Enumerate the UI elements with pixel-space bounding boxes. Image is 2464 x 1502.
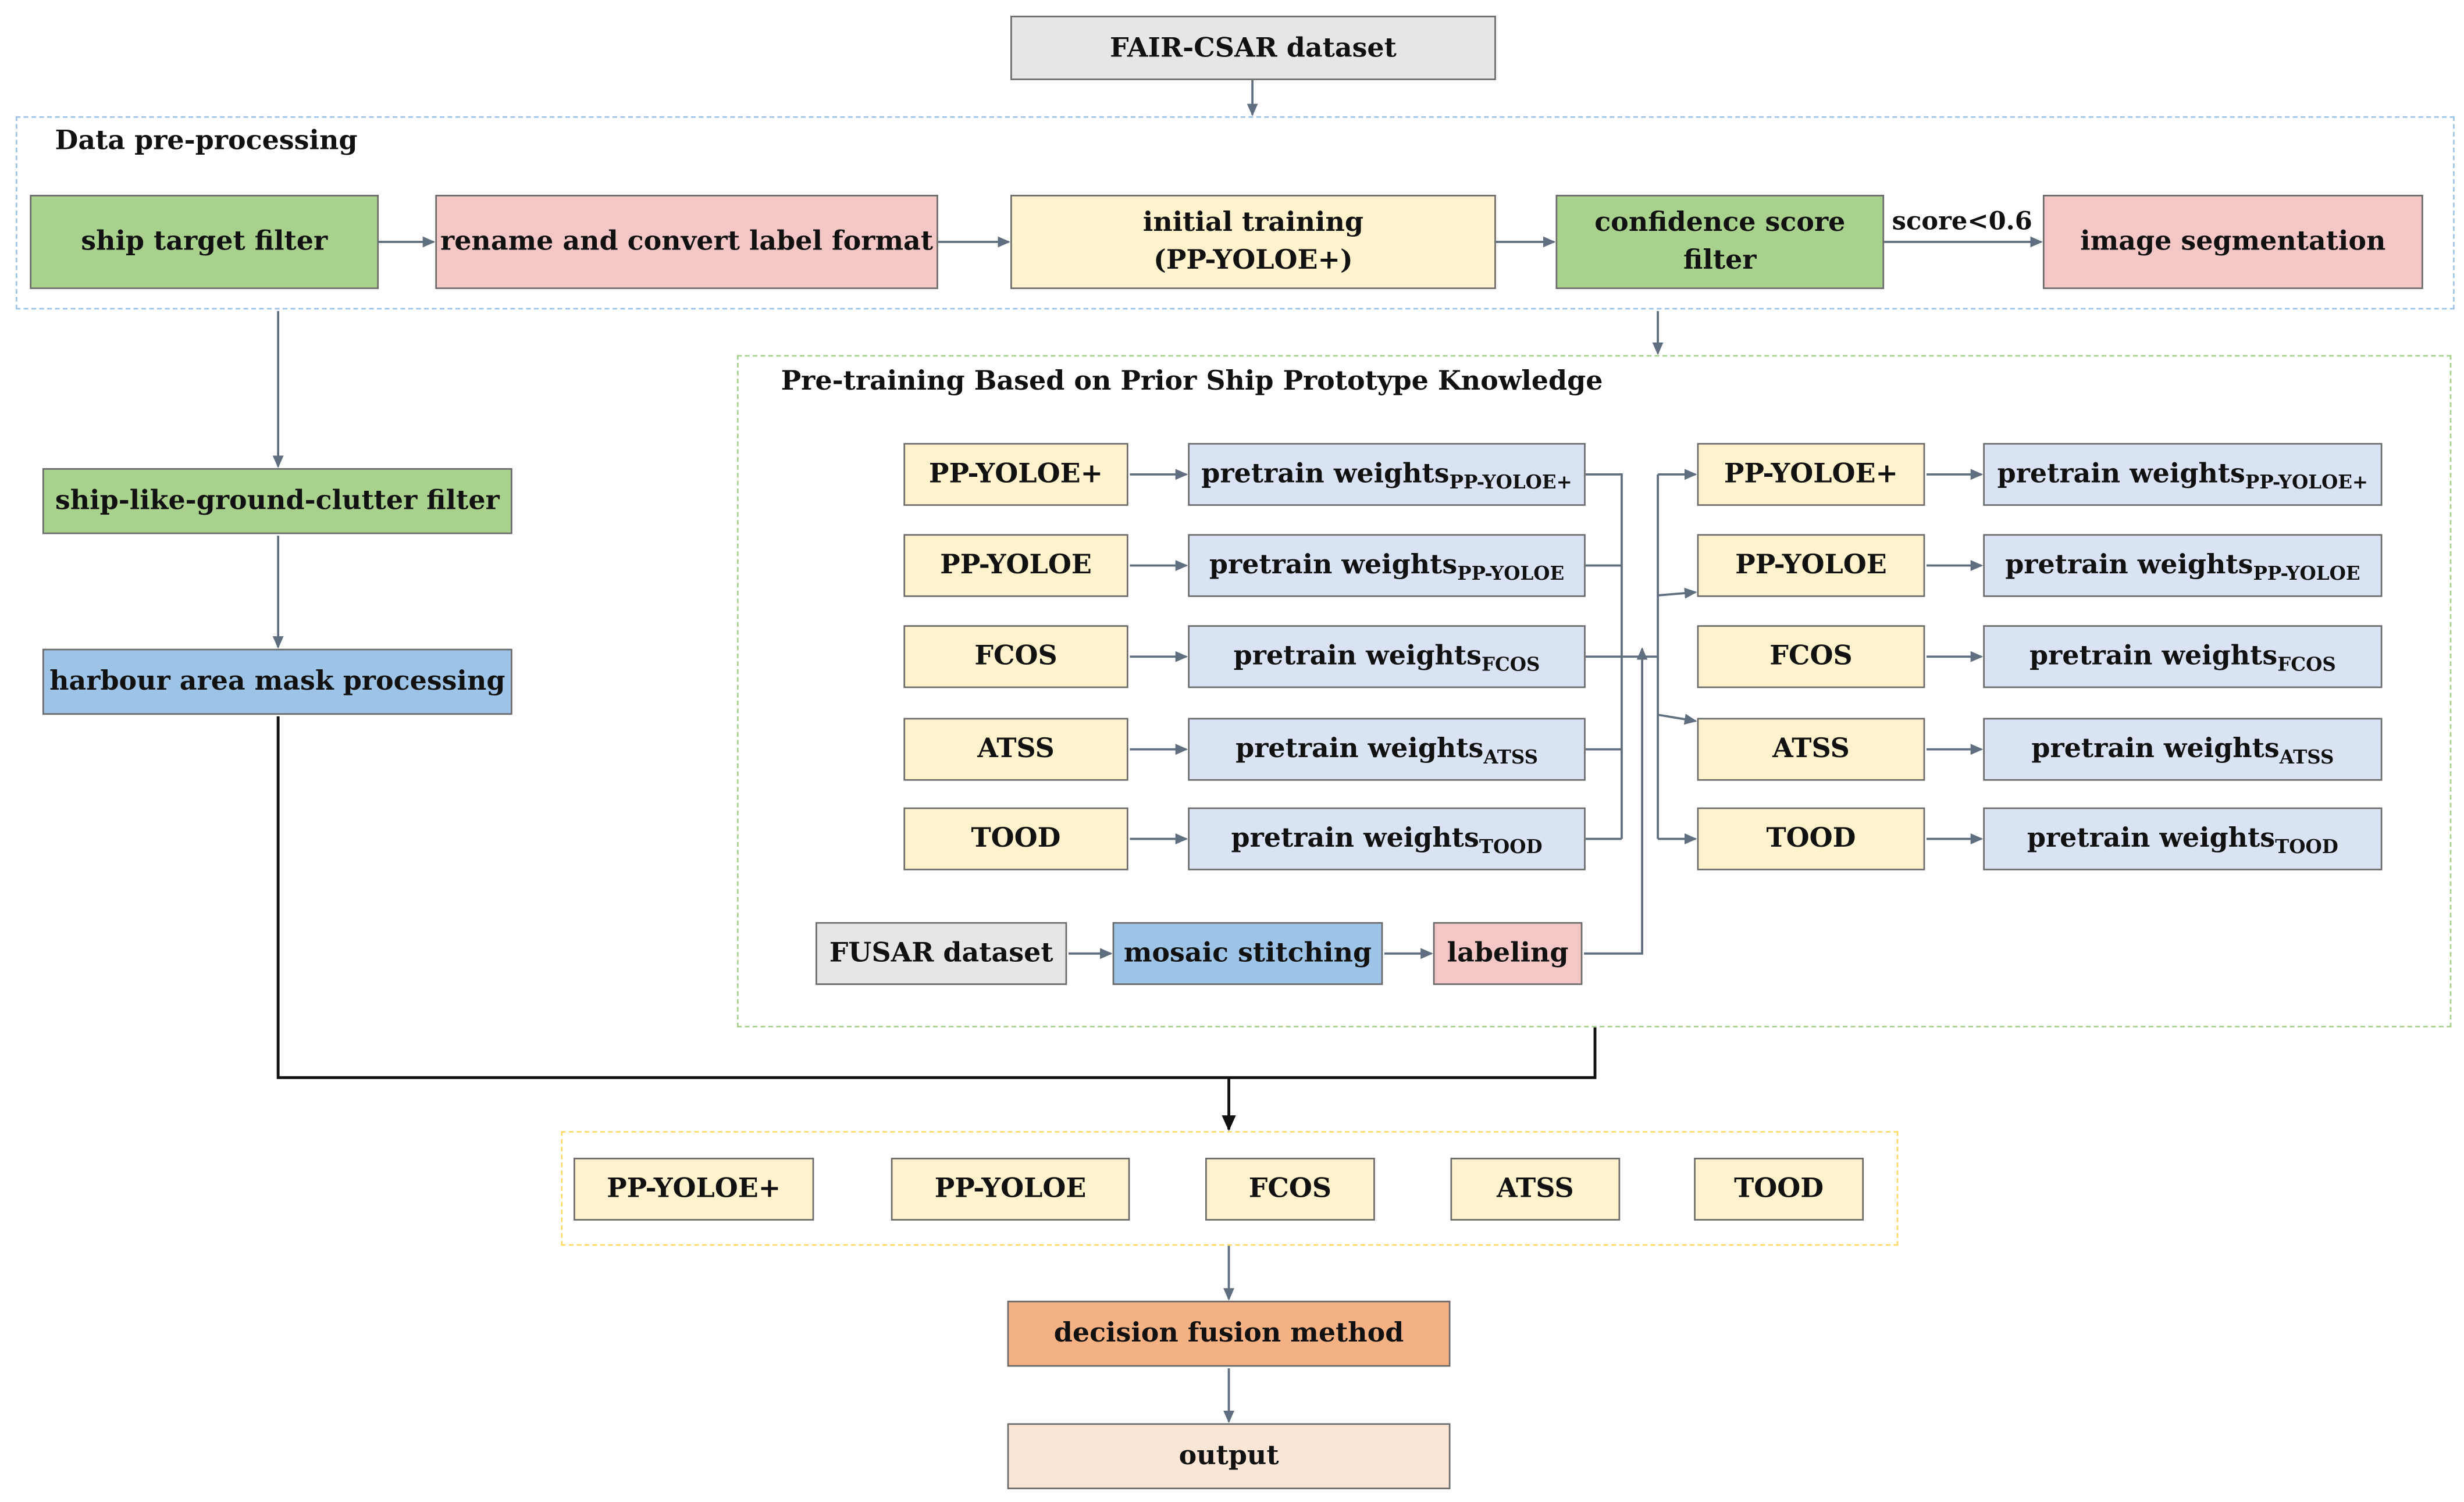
arrow-bus-to-right-model-4 (1657, 713, 1697, 725)
weights-prefix: pretrain weights (1997, 458, 2245, 490)
right-model-ppyoloe-plus: PP-YOLOE+ (1697, 443, 1925, 506)
left-weights-ppyoloe: pretrain weightsPP-YOLOE (1188, 534, 1586, 597)
output-box: output (1007, 1423, 1451, 1490)
merge-line (276, 716, 1597, 1079)
weights-subscript: PP-YOLOE (1457, 561, 1565, 584)
right-weights-atss: pretrain weightsATSS (1983, 718, 2383, 781)
preprocessing-title: Data pre-processing (55, 126, 358, 158)
weights-subscript: PP-YOLOE+ (1449, 470, 1572, 493)
right-model-fcos: FCOS (1697, 625, 1925, 688)
weights-prefix: pretrain weights (2031, 733, 2280, 765)
left-weights-ppyoloe-plus: pretrain weightsPP-YOLOE+ (1188, 443, 1586, 506)
right-model-ppyoloe: PP-YOLOE (1697, 534, 1925, 597)
ship-target-filter-box: ship target filter (30, 194, 379, 290)
initial-training-line1: initial training (1142, 207, 1363, 239)
initial-training-line2: (PP-YOLOE+) (1153, 245, 1353, 277)
detector-tood: TOOD (1694, 1158, 1864, 1221)
fusar-dataset-box: FUSAR dataset (816, 922, 1067, 985)
weights-collector (1585, 473, 1658, 840)
detector-ppyoloe-plus: PP-YOLOE+ (574, 1158, 814, 1221)
weights-subscript: FCOS (2277, 652, 2336, 675)
weights-prefix: pretrain weights (2005, 549, 2253, 581)
initial-training-box: initial training (PP-YOLOE+) (1010, 194, 1496, 290)
pretraining-title: Pre-training Based on Prior Ship Prototy… (781, 366, 1603, 398)
right-weights-fcos: pretrain weightsFCOS (1983, 625, 2383, 688)
weights-subscript: PP-YOLOE+ (2245, 470, 2369, 493)
image-segmentation-box: image segmentation (2042, 194, 2423, 290)
weights-subscript: PP-YOLOE (2253, 561, 2360, 584)
left-weights-atss: pretrain weightsATSS (1188, 718, 1586, 781)
weights-prefix: pretrain weights (2029, 640, 2278, 672)
harbour-mask-box: harbour area mask processing (42, 648, 512, 715)
weights-subscript: ATSS (1483, 745, 1539, 768)
left-model-ppyoloe: PP-YOLOE (903, 534, 1128, 597)
labeling-box: labeling (1433, 922, 1583, 985)
rename-convert-label-box: rename and convert label format (435, 194, 938, 290)
right-model-tood: TOOD (1697, 807, 1925, 870)
left-weights-fcos: pretrain weightsFCOS (1188, 625, 1586, 688)
weights-prefix: pretrain weights (1231, 822, 1479, 854)
preprocessing-group (16, 116, 2455, 310)
weights-prefix: pretrain weights (2027, 822, 2276, 854)
detector-atss: ATSS (1450, 1158, 1621, 1221)
right-model-atss: ATSS (1697, 718, 1925, 781)
left-weights-tood: pretrain weightsTOOD (1188, 807, 1586, 870)
detector-ppyoloe: PP-YOLOE (891, 1158, 1130, 1221)
left-model-fcos: FCOS (903, 625, 1128, 688)
confidence-score-filter-box: confidence score filter (1555, 194, 1885, 290)
weights-subscript: FCOS (1481, 652, 1540, 675)
left-model-ppyoloe-plus: PP-YOLOE+ (903, 443, 1128, 506)
detector-fcos: FCOS (1205, 1158, 1375, 1221)
right-weights-ppyoloe: pretrain weightsPP-YOLOE (1983, 534, 2383, 597)
fair-csar-dataset-box: FAIR-CSAR dataset (1010, 16, 1496, 80)
confidence-filter-line2: filter (1683, 245, 1757, 277)
detectors-group (561, 1131, 1899, 1246)
mosaic-stitching-box: mosaic stitching (1112, 922, 1383, 985)
arrow-bus-to-right-model-2 (1657, 587, 1697, 599)
pretraining-group (737, 355, 2452, 1028)
score-threshold-label: score<0.6 (1892, 205, 2032, 236)
left-model-tood: TOOD (903, 807, 1128, 870)
weights-subscript: TOOD (1479, 834, 1543, 857)
weights-prefix: pretrain weights (1235, 733, 1484, 765)
weights-prefix: pretrain weights (1209, 549, 1458, 581)
left-model-atss: ATSS (903, 718, 1128, 781)
clutter-filter-box: ship-like-ground-clutter filter (42, 468, 512, 534)
right-weights-tood: pretrain weightsTOOD (1983, 807, 2383, 870)
right-weights-ppyoloe-plus: pretrain weightsPP-YOLOE+ (1983, 443, 2383, 506)
decision-fusion-box: decision fusion method (1007, 1300, 1451, 1367)
confidence-filter-line1: confidence score (1594, 207, 1846, 239)
weights-subscript: TOOD (2275, 834, 2338, 857)
weights-prefix: pretrain weights (1201, 458, 1450, 490)
arrow-labeling-up (1584, 647, 1648, 955)
weights-prefix: pretrain weights (1233, 640, 1482, 672)
weights-subscript: ATSS (2279, 745, 2334, 768)
